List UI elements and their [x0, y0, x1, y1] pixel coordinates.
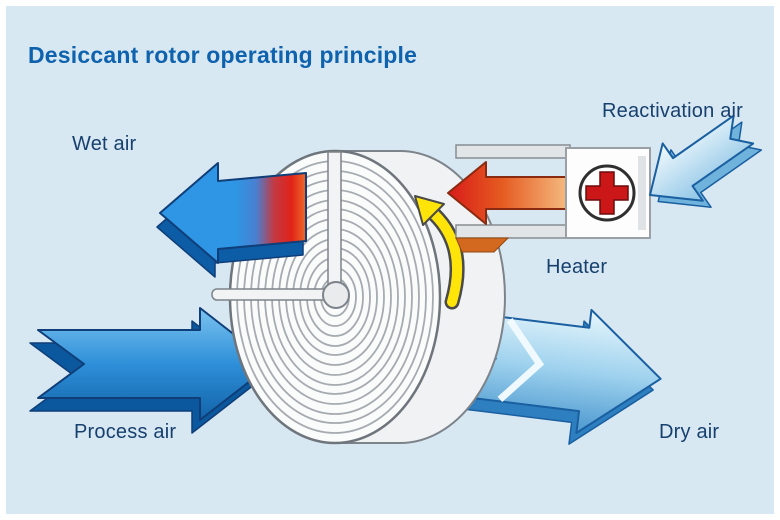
- process-air-arrow: [29, 307, 273, 434]
- wet-air-arrow: [156, 162, 307, 278]
- rotor-axle: [211, 288, 338, 301]
- page-title: Desiccant rotor operating principle: [28, 42, 418, 68]
- dry-air-label: Dry air: [659, 421, 720, 443]
- reactivation-air-arrow: [649, 114, 763, 208]
- heater-label: Heater: [546, 256, 608, 278]
- wet-air-label: Wet air: [72, 133, 137, 155]
- rotor-support-bar: [327, 151, 342, 295]
- process-air-label: Process air: [74, 421, 177, 443]
- heater-plus-icon: [585, 171, 629, 215]
- rotation-arrow-icon: [414, 195, 465, 310]
- desiccant-rotor: [211, 149, 506, 445]
- rotor-hub: [322, 281, 350, 309]
- reactivation-air-label: Reactivation air: [602, 100, 744, 122]
- heater-box: [565, 147, 651, 239]
